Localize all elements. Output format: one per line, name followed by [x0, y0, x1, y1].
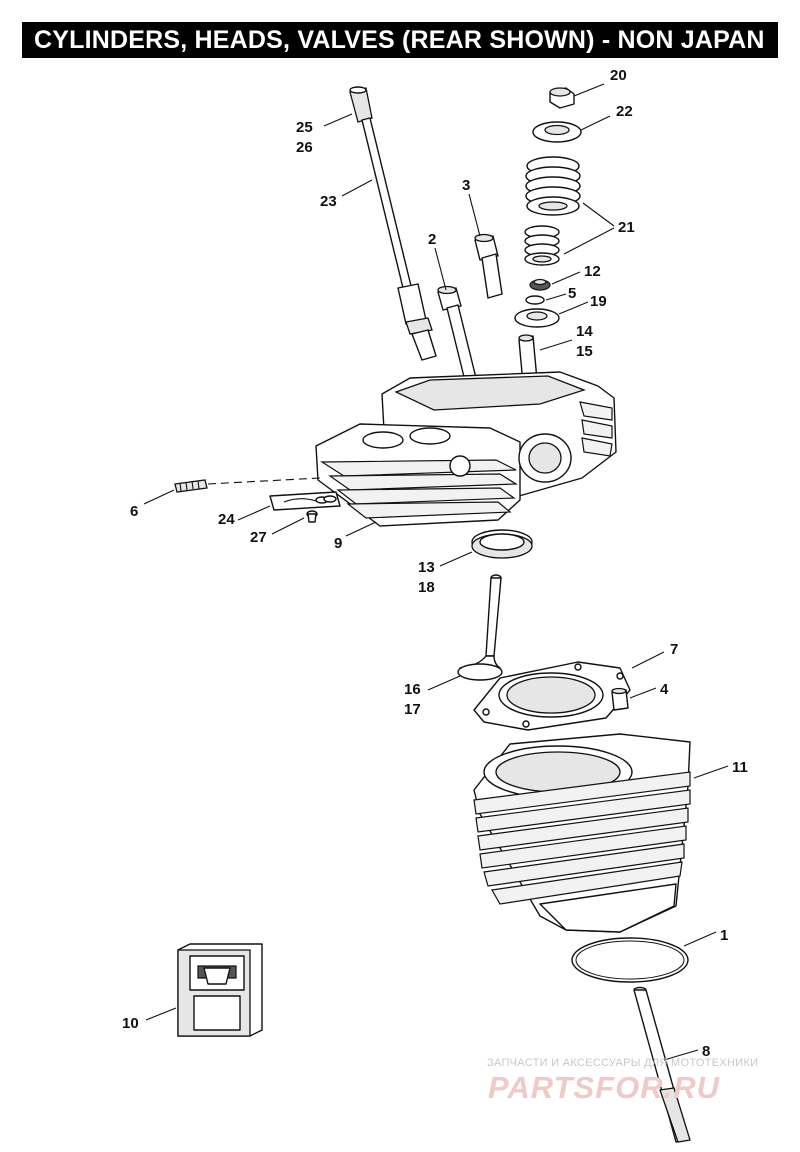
part-19-spring-seat[interactable] — [514, 308, 560, 328]
part-3-guide[interactable] — [474, 233, 503, 299]
callout-9: 9 — [334, 535, 342, 552]
callout-14: 14 — [576, 323, 593, 340]
part-12-valve-seal[interactable] — [529, 278, 551, 291]
callout-10: 10 — [122, 1015, 139, 1032]
watermark-subtitle: ЗАПЧАСТИ И АКСЕССУАРЫ ДЛЯ МОТОТЕХНИКИ — [487, 1057, 759, 1069]
part-16-valve[interactable] — [457, 574, 503, 681]
part-21-outer-spring[interactable] — [525, 156, 581, 216]
part-24-nameplate[interactable] — [269, 491, 341, 511]
part-23-pushrod[interactable] — [361, 117, 413, 293]
part-7-head-gasket[interactable] — [473, 661, 631, 731]
part-26-lifter[interactable] — [397, 283, 437, 361]
part-10-gasket-kit[interactable] — [177, 943, 263, 1037]
callout-7: 7 — [670, 641, 678, 658]
callout-13: 13 — [418, 559, 435, 576]
callout-3: 3 — [462, 177, 470, 194]
callout-17: 17 — [404, 701, 421, 718]
part-2-tube[interactable] — [437, 285, 477, 382]
part-9-cylinder-head[interactable] — [315, 371, 617, 527]
part-14-valve-guide[interactable] — [518, 334, 538, 385]
part-13-valve-seat[interactable] — [471, 529, 533, 559]
callout-23: 23 — [320, 193, 337, 210]
callout-12: 12 — [584, 263, 601, 280]
callout-24: 24 — [218, 511, 235, 528]
callout-25: 25 — [296, 119, 313, 136]
callout-6: 6 — [130, 503, 138, 520]
callout-21: 21 — [618, 219, 635, 236]
callout-26: 26 — [296, 139, 313, 156]
watermark-brand: PARTSFOR.RU — [488, 1070, 721, 1105]
callout-11: 11 — [732, 759, 748, 776]
callout-16: 16 — [404, 681, 421, 698]
callout-20: 20 — [610, 67, 627, 84]
part-21-inner-spring[interactable] — [524, 225, 560, 266]
part-6-stud[interactable] — [174, 479, 208, 493]
part-27-screw[interactable] — [306, 510, 318, 523]
callout-22: 22 — [616, 103, 633, 120]
page-title: CYLINDERS, HEADS, VALVES (REAR SHOWN) - … — [22, 22, 778, 58]
callout-19: 19 — [590, 293, 607, 310]
callout-4: 4 — [660, 681, 669, 698]
callout-2: 2 — [428, 231, 436, 248]
part-1-o-ring[interactable] — [571, 937, 689, 983]
callout-27: 27 — [250, 529, 267, 546]
part-8-cylinder-stud[interactable] — [633, 986, 691, 1143]
part-22-spring-retainer[interactable] — [532, 121, 582, 143]
part-4-dowel[interactable] — [611, 687, 629, 711]
callout-5: 5 — [568, 285, 576, 302]
callout-8: 8 — [702, 1043, 710, 1060]
callout-18: 18 — [418, 579, 435, 596]
part-5-keeper[interactable] — [525, 295, 545, 305]
part-25-tip[interactable] — [349, 86, 373, 123]
callout-15: 15 — [576, 343, 593, 360]
part-20-nut[interactable] — [549, 87, 575, 109]
part-11-cylinder[interactable] — [473, 733, 691, 933]
callout-1: 1 — [720, 927, 728, 944]
